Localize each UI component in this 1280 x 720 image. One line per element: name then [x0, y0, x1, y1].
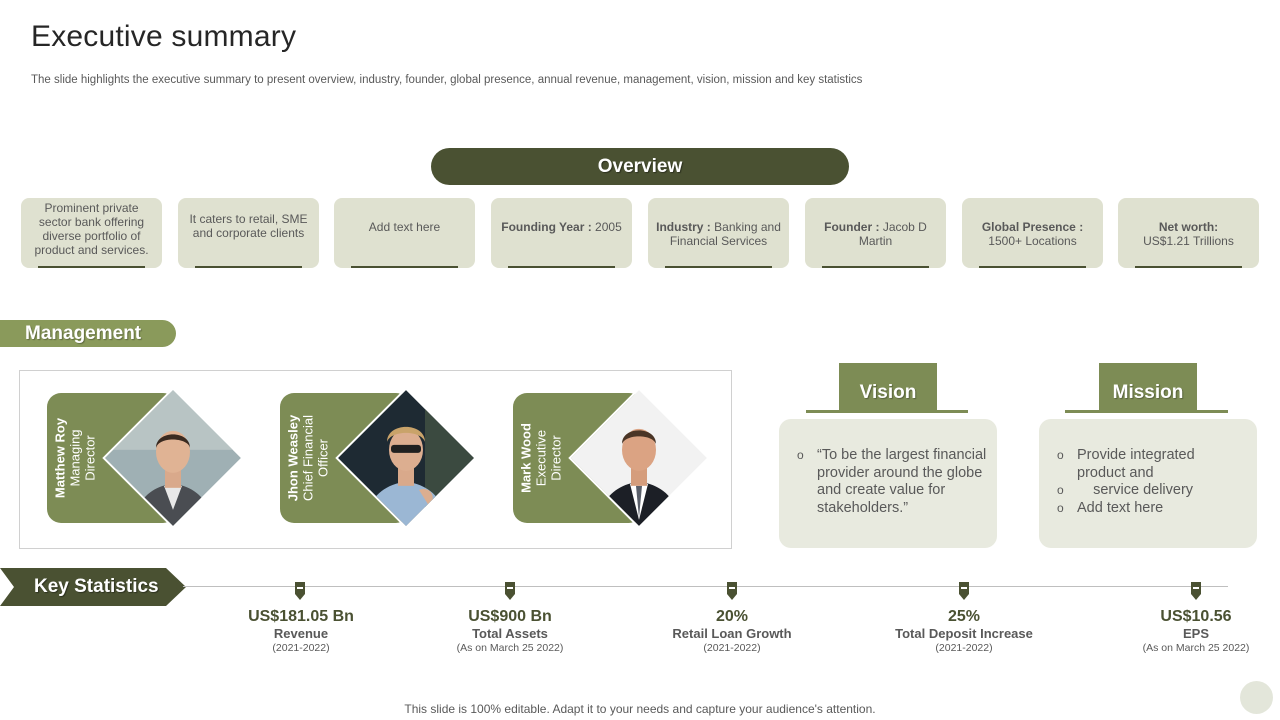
overview-card-text: 1500+ Locations — [988, 234, 1077, 248]
stat-revenue: US$181.05 Bn Revenue (2021-2022) — [201, 608, 401, 655]
person-role: Director — [82, 435, 98, 481]
stat-period: (2021-2022) — [935, 642, 993, 654]
page-subtitle: The slide highlights the executive summa… — [31, 74, 863, 86]
vision-heading: Vision — [839, 363, 937, 411]
footer-note: This slide is 100% editable. Adapt it to… — [404, 702, 876, 716]
overview-card-global-presence: Global Presence : 1500+ Locations — [962, 198, 1103, 268]
stat-label: Total Deposit Increase — [895, 626, 1033, 641]
stat-period: (As on March 25 2022) — [1142, 642, 1250, 654]
timeline-start-dot — [176, 583, 183, 590]
timeline-marker-icon — [959, 582, 969, 600]
person-role: Executive — [533, 429, 549, 487]
corner-decoration — [1240, 681, 1273, 714]
overview-card-founder: Founder : Jacob D Martin — [805, 198, 946, 268]
overview-card-clients: It caters to retail, SME and corporate c… — [178, 198, 319, 268]
stat-label: Total Assets — [472, 626, 548, 641]
overview-card-description: Prominent private sector bank offering d… — [21, 198, 162, 268]
stat-period: (2021-2022) — [272, 642, 330, 654]
stat-period: (2021-2022) — [703, 642, 761, 654]
stat-period: (As on March 25 2022) — [456, 642, 564, 654]
person-name: Matthew Roy — [52, 417, 68, 499]
vision-card: “To be the largest financial provider ar… — [779, 419, 997, 548]
stat-value: US$10.56 — [1160, 608, 1232, 625]
overview-card-text: Prominent private sector bank offering d… — [34, 201, 149, 257]
mission-card: Provide integrated product and service d… — [1039, 419, 1257, 548]
timeline-marker-icon — [1191, 582, 1201, 600]
vision-item: “To be the largest financial provider ar… — [797, 447, 987, 517]
stat-value: 20% — [715, 608, 749, 625]
stat-label: Retail Loan Growth — [672, 626, 792, 641]
stat-total-assets: US$900 Bn Total Assets (As on March 25 2… — [410, 608, 610, 655]
stat-eps: US$10.56 EPS (As on March 25 2022) — [1096, 608, 1280, 655]
stat-total-deposit-increase: 25% Total Deposit Increase (2021-2022) — [864, 608, 1064, 655]
overview-card-placeholder: Add text here — [334, 198, 475, 268]
mission-divider — [1065, 410, 1228, 413]
overview-card-label: Global Presence : — [981, 220, 1084, 234]
overview-card-text: Banking and Financial Services — [669, 220, 781, 248]
person-role: Managing — [67, 429, 83, 487]
timeline-marker-icon — [295, 582, 305, 600]
key-statistics-heading: Key Statistics — [34, 576, 159, 597]
overview-card-text: US$1.21 Trillions — [1143, 234, 1234, 248]
overview-card-label: Founding Year : — [501, 220, 592, 234]
overview-card-text: Add text here — [368, 220, 441, 234]
person-name: Mark Wood — [518, 423, 534, 493]
overview-card-founding-year: Founding Year : 2005 — [491, 198, 632, 268]
overview-card-net-worth: Net worth:US$1.21 Trillions — [1118, 198, 1259, 268]
page-title: Executive summary — [31, 20, 297, 53]
stat-retail-loan-growth: 20% Retail Loan Growth (2021-2022) — [632, 608, 832, 655]
overview-card-text: 2005 — [595, 220, 622, 234]
person-role: Officer — [315, 438, 331, 478]
mission-heading: Mission — [1099, 363, 1197, 411]
overview-card-label: Founder : — [824, 220, 880, 234]
overview-card-label: Industry : — [656, 220, 711, 234]
overview-card-text: It caters to retail, SME and corporate c… — [189, 212, 308, 240]
person-name: Jhon Weasley — [285, 414, 301, 502]
overview-heading: Overview — [431, 148, 849, 185]
timeline-marker-icon — [505, 582, 515, 600]
person-role: Director — [548, 435, 564, 481]
mission-item: Provide integrated product and — [1057, 447, 1247, 482]
stat-value: US$900 Bn — [468, 608, 552, 625]
stat-value: US$181.05 Bn — [248, 608, 354, 625]
mission-item: service delivery — [1057, 482, 1247, 500]
vision-divider — [806, 410, 968, 413]
stat-value: 25% — [947, 608, 981, 625]
timeline-marker-icon — [727, 582, 737, 600]
overview-card-label: Net worth: — [1158, 220, 1219, 234]
mission-item: Add text here — [1057, 500, 1247, 518]
overview-card-industry: Industry : Banking and Financial Service… — [648, 198, 789, 268]
timeline-line — [180, 586, 1228, 587]
key-statistics-tab — [0, 568, 186, 606]
overview-card-text: Jacob D Martin — [858, 220, 927, 248]
stat-label: Revenue — [273, 626, 329, 641]
stat-label: EPS — [1182, 626, 1209, 641]
person-role: Chief Financial — [300, 415, 316, 501]
management-heading: Management — [0, 320, 176, 347]
